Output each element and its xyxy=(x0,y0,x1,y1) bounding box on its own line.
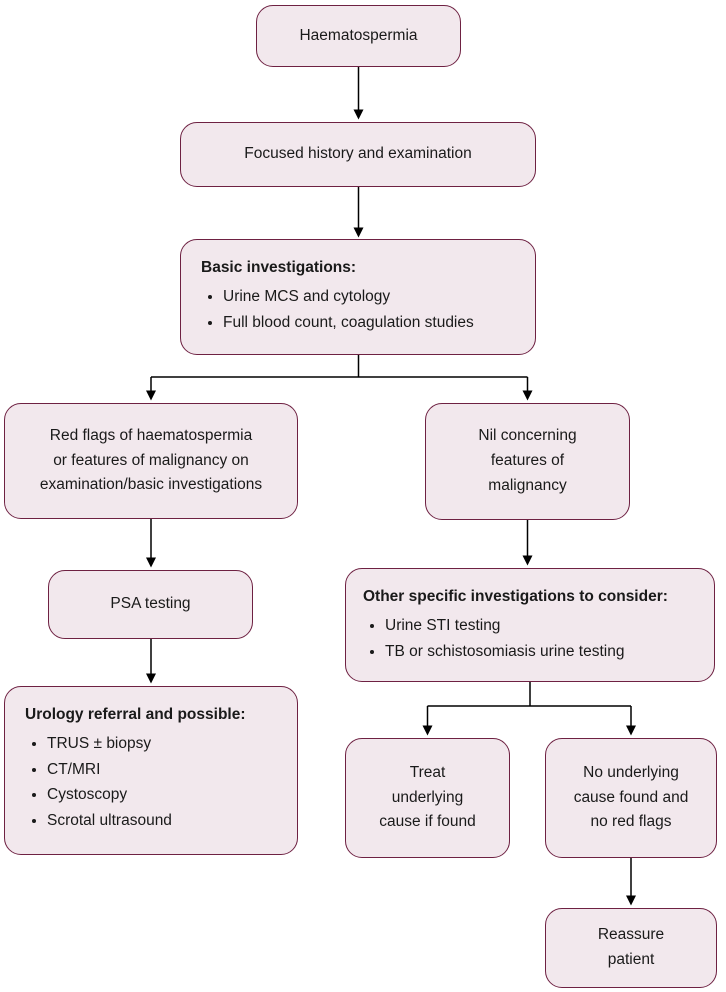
node-haematospermia-label: Haematospermia xyxy=(299,26,418,44)
bullet-item: Urine STI testing xyxy=(385,615,702,637)
connector-other-investigations-split xyxy=(427,682,631,707)
node-urology-referral: Urology referral and possible: TRUS ± bi… xyxy=(4,686,298,855)
node-psa-testing: PSA testing xyxy=(48,570,253,639)
node-focused-history-label: Focused history and examination xyxy=(244,145,472,163)
node-red-flags-label: Red flags of haematospermia or features … xyxy=(39,426,263,494)
bullet-item: CT/MRI xyxy=(47,759,277,781)
bullet-item: TRUS ± biopsy xyxy=(47,733,277,755)
node-no-underlying-cause: No underlying cause found and no red fla… xyxy=(545,738,717,858)
node-red-flags: Red flags of haematospermia or features … xyxy=(4,403,298,519)
other-investigations-list: Urine STI testing TB or schistosomiasis … xyxy=(363,615,702,663)
node-reassure-patient-label: Reassure patient xyxy=(597,926,665,968)
node-nil-concerning-label: Nil concerning features of malignancy xyxy=(478,427,577,494)
node-basic-investigations-title: Basic investigations: xyxy=(201,259,357,276)
bullet-item: Full blood count, coagulation studies xyxy=(223,312,515,334)
node-focused-history: Focused history and examination xyxy=(180,122,536,187)
basic-investigations-list: Urine MCS and cytology Full blood count,… xyxy=(201,286,515,334)
node-treat-underlying: Treat underlying cause if found xyxy=(345,738,510,858)
node-nil-concerning: Nil concerning features of malignancy xyxy=(425,403,630,520)
connector-investigations-split xyxy=(151,355,528,378)
node-other-investigations: Other specific investigations to conside… xyxy=(345,568,715,682)
bullet-item: TB or schistosomiasis urine testing xyxy=(385,641,702,663)
node-no-underlying-cause-label: No underlying cause found and no red fla… xyxy=(573,763,689,831)
node-other-investigations-title: Other specific investigations to conside… xyxy=(363,588,668,605)
bullet-item: Urine MCS and cytology xyxy=(223,286,515,308)
node-treat-underlying-label: Treat underlying cause if found xyxy=(379,763,476,831)
urology-referral-list: TRUS ± biopsy CT/MRI Cystoscopy Scrotal … xyxy=(25,733,277,832)
bullet-item: Scrotal ultrasound xyxy=(47,810,277,832)
bullet-item: Cystoscopy xyxy=(47,784,277,806)
node-haematospermia: Haematospermia xyxy=(256,5,461,67)
node-psa-testing-label: PSA testing xyxy=(110,595,191,613)
node-urology-referral-title: Urology referral and possible: xyxy=(25,706,246,723)
node-reassure-patient: Reassure patient xyxy=(545,908,717,988)
node-basic-investigations: Basic investigations: Urine MCS and cyto… xyxy=(180,239,536,355)
